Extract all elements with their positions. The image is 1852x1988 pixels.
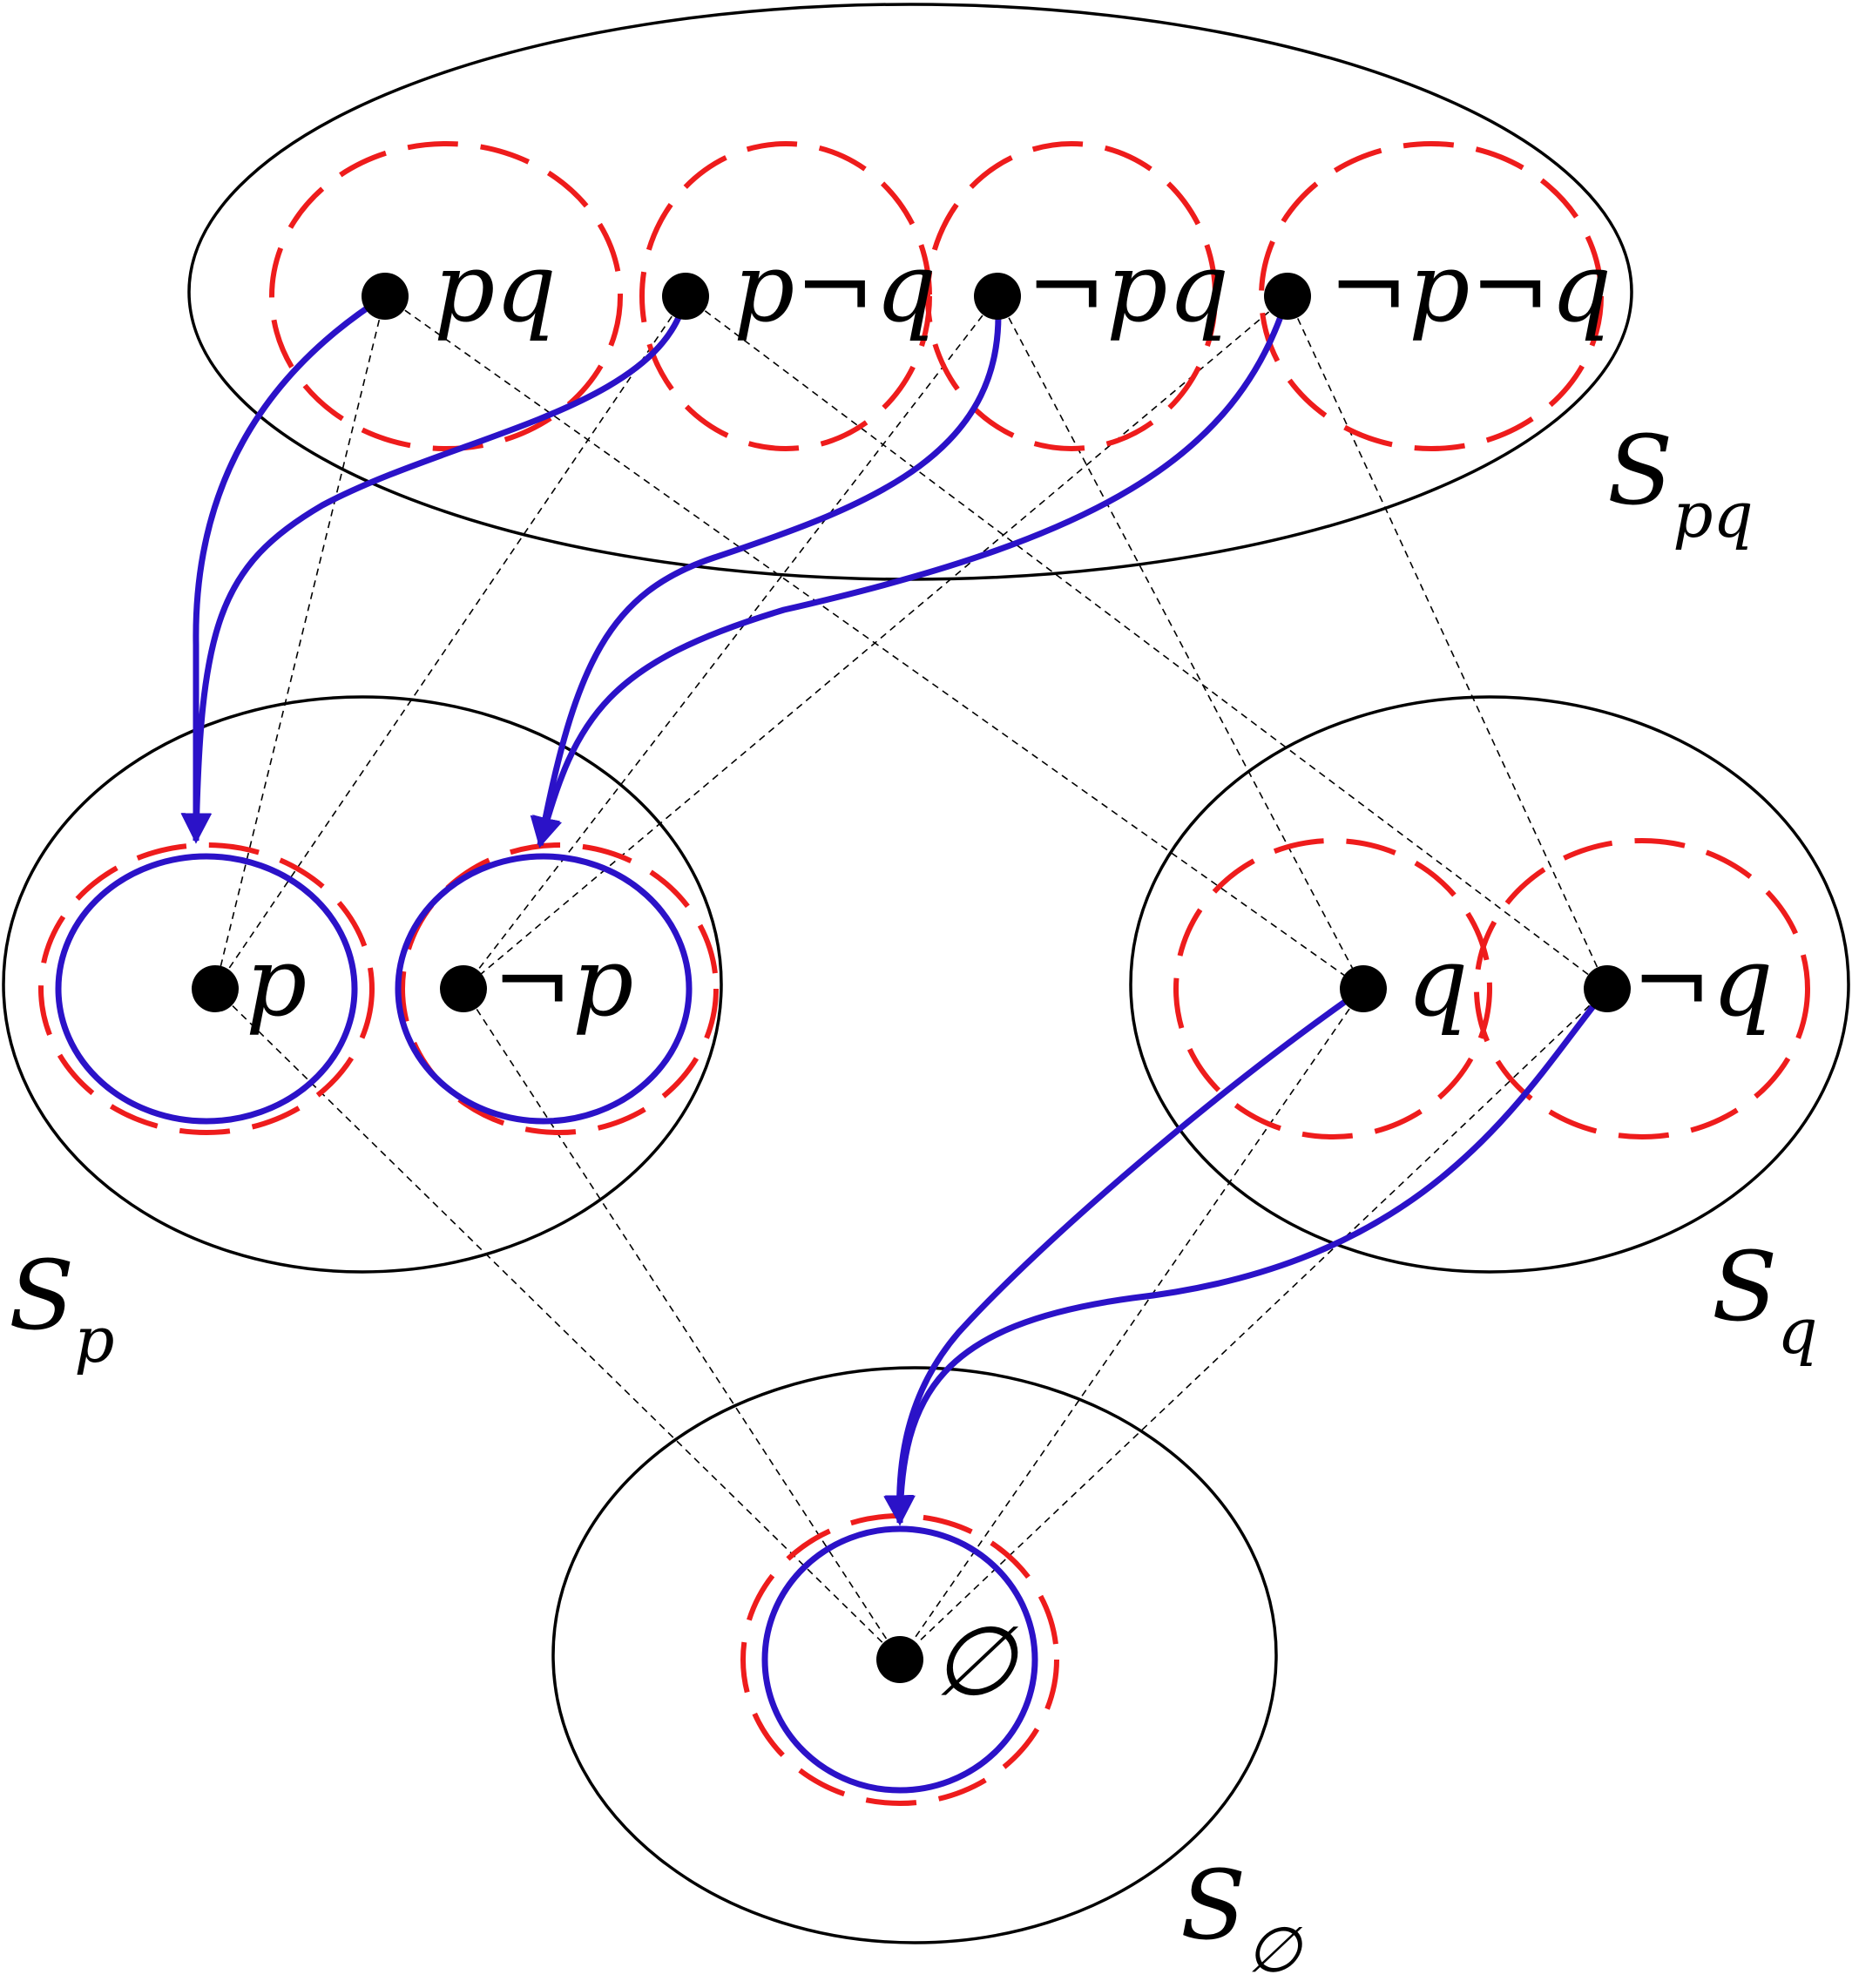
red-dashed-circle-npnq — [1259, 141, 1604, 451]
node-dot-empty — [876, 1636, 923, 1683]
dashed-edge-npnq-nq — [1287, 295, 1608, 990]
red-dashed-circle-npq — [925, 141, 1218, 451]
dashed-edge-npq-q — [997, 295, 1364, 990]
node-label-nq: ¬q — [1632, 926, 1774, 1038]
node-labels: pq p¬q ¬pq ¬p¬q p ¬p q ¬q ∅ — [246, 232, 1774, 1717]
dashed-edge-pq-q — [384, 295, 1364, 990]
node-label-npnq: ¬p¬q — [1328, 232, 1612, 343]
node-dot-nq — [1584, 965, 1631, 1012]
dashed-edge-p-empty — [214, 988, 901, 1660]
node-label-pq: pq — [434, 232, 557, 343]
set-label-Sempty-main: S — [1180, 1849, 1246, 1961]
set-ellipse-Sempty — [551, 1366, 1278, 1944]
blue-circle-p — [55, 853, 358, 1125]
dashed-edge-pq-p — [214, 295, 386, 990]
set-label-Sp-sub: p — [74, 1303, 114, 1376]
node-label-pnq: p¬q — [733, 232, 936, 343]
node-label-empty: ∅ — [932, 1606, 1019, 1717]
blue-arrow-pnq-p — [181, 295, 689, 844]
node-label-q: q — [1407, 926, 1468, 1038]
dashed-edge-np-empty — [463, 988, 901, 1660]
set-label-Spq-sub: pq — [1673, 478, 1753, 551]
red-dashed-circle-p — [38, 842, 375, 1135]
dashed-edge-nq-empty — [899, 988, 1608, 1660]
set-label-Sq-main: S — [1712, 1231, 1777, 1342]
node-dot-npnq — [1264, 273, 1311, 320]
blue-arrow-q-empty — [883, 986, 1366, 1526]
set-label-Sp: Sp — [9, 1240, 114, 1376]
blue-arrows — [180, 294, 1610, 1526]
dashed-edge-npnq-np — [463, 295, 1288, 990]
blue-circle-empty — [761, 1525, 1038, 1794]
node-dots — [192, 273, 1631, 1683]
set-label-Sq: Sq — [1712, 1231, 1817, 1368]
set-label-Sq-sub: q — [1777, 1295, 1817, 1368]
node-dot-npq — [974, 273, 1021, 320]
dashed-edge-q-empty — [899, 988, 1364, 1660]
set-label-Sempty: S∅ — [1180, 1849, 1303, 1986]
blue-circles — [55, 853, 1038, 1794]
set-label-Sp-main: S — [9, 1240, 74, 1351]
set-ellipse-Sp — [2, 695, 723, 1274]
node-label-np: ¬p — [492, 926, 634, 1038]
node-dot-p — [192, 965, 239, 1012]
node-dot-pq — [362, 273, 409, 320]
dashed-edge-npq-np — [463, 295, 998, 990]
set-label-Spq-main: S — [1607, 415, 1673, 526]
node-label-p: p — [246, 926, 307, 1038]
node-label-npq: ¬pq — [1026, 232, 1229, 343]
node-dot-q — [1340, 965, 1387, 1012]
node-dot-np — [440, 965, 487, 1012]
blue-arrow-npnq-np — [532, 294, 1291, 849]
dashed-edges — [214, 295, 1608, 1660]
blue-circle-np — [395, 853, 693, 1125]
set-ellipse-Sq — [1129, 695, 1850, 1274]
red-dashed-circle-nq — [1474, 838, 1810, 1139]
set-label-Sempty-sub: ∅ — [1246, 1913, 1303, 1986]
blue-arrow-pq-p — [180, 294, 387, 844]
red-dashed-circle-pq — [269, 141, 623, 451]
blue-arrow-npq-np — [530, 295, 1002, 849]
dashed-edge-pnq-p — [214, 295, 686, 990]
set-labels: Spq Sp Sq S∅ — [9, 415, 1817, 1986]
dashed-edge-pnq-nq — [685, 295, 1608, 990]
set-label-Spq: Spq — [1607, 415, 1754, 551]
red-dashed-circle-q — [1173, 838, 1492, 1139]
node-dot-pnq — [662, 273, 709, 320]
blue-arrow-nq-empty — [884, 986, 1610, 1526]
